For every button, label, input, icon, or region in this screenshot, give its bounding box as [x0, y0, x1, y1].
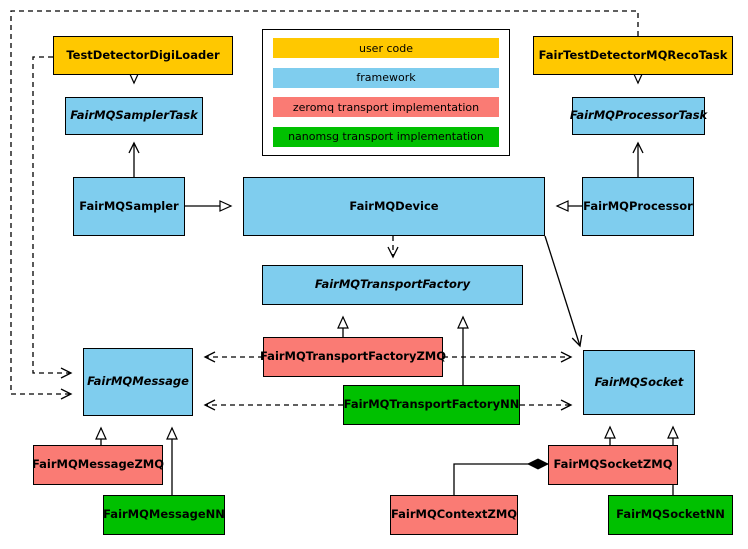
- class-node-FairTestDetectorMQRecoTask[interactable]: FairTestDetectorMQRecoTask: [533, 36, 733, 75]
- class-node-FairMQSocket[interactable]: FairMQSocket: [583, 350, 695, 415]
- legend-label-zeromq: zeromq transport implementation: [292, 100, 480, 114]
- class-node-label: FairTestDetectorMQRecoTask: [538, 47, 728, 62]
- class-node-label: FairMQMessageNN: [103, 507, 225, 522]
- class-node-FairMQProcessor[interactable]: FairMQProcessor: [582, 177, 694, 236]
- class-node-label: TestDetectorDigiLoader: [66, 47, 220, 62]
- legend-item-user-code: user code: [273, 38, 499, 58]
- legend-label-framework: framework: [356, 71, 416, 85]
- class-node-label: FairMQProcessorTask: [569, 108, 708, 123]
- class-node-label: FairMQContextZMQ: [390, 507, 518, 522]
- class-node-label: FairMQMessage: [87, 374, 189, 389]
- class-node-FairMQTransportFactoryNN[interactable]: FairMQTransportFactoryNN: [343, 385, 520, 425]
- class-node-FairMQMessageZMQ[interactable]: FairMQMessageZMQ: [31, 445, 165, 485]
- legend-item-framework: framework: [273, 67, 499, 88]
- class-node-label: FairMQMessageZMQ: [31, 457, 165, 472]
- class-node-FairMQTransportFactoryZMQ[interactable]: FairMQTransportFactoryZMQ: [260, 337, 447, 377]
- class-node-label: FairMQSampler: [79, 198, 179, 213]
- class-node-FairMQSocketZMQ[interactable]: FairMQSocketZMQ: [548, 445, 678, 485]
- class-node-label: FairMQSocketZMQ: [553, 457, 673, 472]
- edge-contextzmq-socketzmq: [453, 464, 548, 495]
- class-node-label: FairMQTransportFactoryZMQ: [260, 349, 447, 364]
- class-node-FairMQSampler[interactable]: FairMQSampler: [73, 177, 185, 236]
- class-node-TestDetectorDigiLoader[interactable]: TestDetectorDigiLoader: [53, 36, 233, 75]
- class-node-label: FairMQTransportFactoryNN: [343, 397, 520, 412]
- class-node-FairMQTransportFactory[interactable]: FairMQTransportFactory: [262, 265, 523, 305]
- class-node-FairMQContextZMQ[interactable]: FairMQContextZMQ: [390, 495, 518, 535]
- class-node-label: FairMQSocket: [594, 374, 684, 389]
- class-node-label: FairMQTransportFactory: [314, 277, 471, 292]
- legend-box: user code framework zeromq transport imp…: [262, 29, 510, 156]
- edge-device-socket: [544, 235, 580, 346]
- class-node-FairMQProcessorTask[interactable]: FairMQProcessorTask: [569, 97, 708, 135]
- class-node-FairMQMessage[interactable]: FairMQMessage: [83, 348, 193, 416]
- class-node-FairMQMessageNN[interactable]: FairMQMessageNN: [103, 495, 225, 535]
- class-node-FairMQDevice[interactable]: FairMQDevice: [243, 177, 545, 236]
- class-node-FairMQSamplerTask[interactable]: FairMQSamplerTask: [65, 97, 203, 135]
- legend-label-nanomsg: nanomsg transport implementation: [288, 130, 484, 144]
- legend-label-user-code: user code: [358, 41, 414, 55]
- legend-item-zeromq: zeromq transport implementation: [273, 97, 499, 118]
- legend-item-nanomsg: nanomsg transport implementation: [273, 126, 499, 147]
- class-node-FairMQSocketNN[interactable]: FairMQSocketNN: [608, 495, 733, 535]
- class-node-label: FairMQSocketNN: [616, 507, 725, 522]
- class-node-label: FairMQDevice: [349, 198, 439, 213]
- class-node-label: FairMQProcessor: [583, 198, 693, 213]
- class-node-label: FairMQSamplerTask: [70, 108, 198, 123]
